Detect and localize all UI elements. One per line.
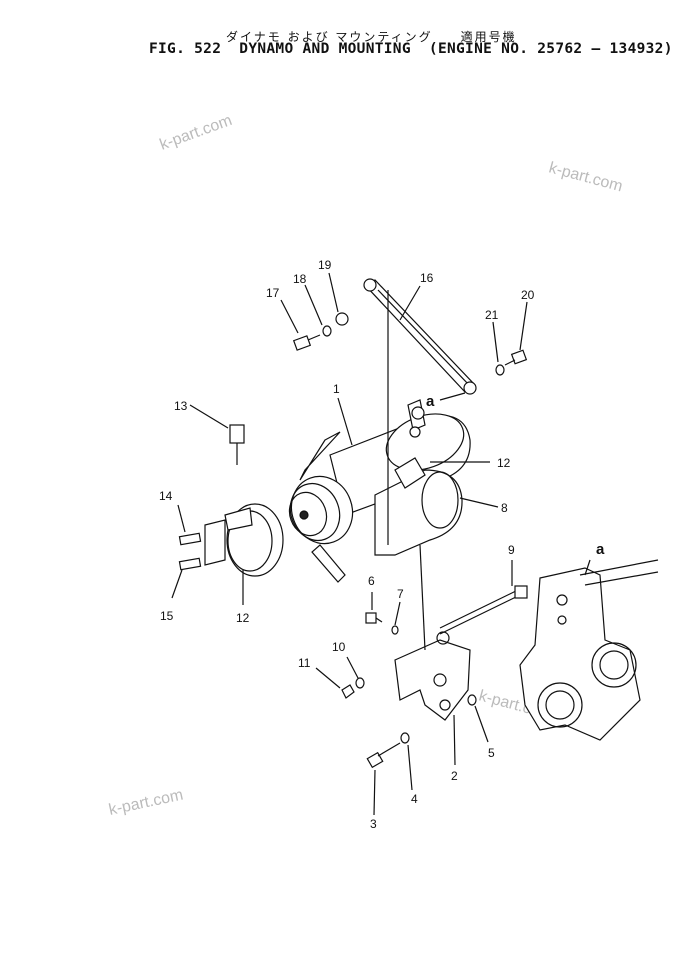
callout-12-right: 12 [497, 456, 511, 470]
callout-1: 1 [333, 382, 340, 396]
bolt-13 [229, 424, 245, 465]
leader-lines [171, 272, 528, 816]
callout-8: 8 [501, 501, 508, 515]
callout-10: 10 [332, 640, 346, 654]
callout-6: 6 [368, 574, 375, 588]
callout-14: 14 [159, 489, 173, 503]
callout-16: 16 [420, 271, 434, 285]
diagram-title: FIG. 522 DYNAMO AND MOUNTING (ENGINE NO.… [149, 41, 673, 57]
callout-3: 3 [370, 817, 377, 831]
dynamo-cover [374, 457, 463, 556]
callout-4: 4 [411, 792, 418, 806]
callout-20: 20 [521, 288, 535, 302]
callout-11: 11 [298, 656, 311, 670]
callouts: 1 2 3 4 5 6 7 8 9 10 11 12 12 13 14 15 1… [159, 258, 535, 831]
callout-19: 19 [318, 258, 332, 272]
mounting-bracket [394, 631, 471, 721]
adjusting-link [363, 278, 477, 401]
band-clamp [204, 503, 284, 577]
bolt-20-washer [495, 349, 528, 376]
callout-21: 21 [485, 308, 499, 322]
engine-housing [519, 559, 659, 741]
watermark: k-part.com [158, 112, 235, 154]
bolt-9 [439, 585, 528, 635]
callout-9: 9 [508, 543, 515, 557]
callout-15: 15 [160, 609, 174, 623]
watermark: k-part.com [107, 787, 184, 819]
small-hardware [341, 612, 477, 769]
view-markers: a a [426, 393, 605, 576]
callout-18: 18 [293, 272, 307, 286]
exploded-parts-diagram: k-part.com k-part.com k-part.com k-part.… [107, 112, 659, 831]
view-marker-a: a [426, 393, 435, 410]
callout-12-left: 12 [236, 611, 250, 625]
callout-2: 2 [451, 769, 458, 783]
watermark: k-part.com [547, 159, 624, 195]
callout-13: 13 [174, 399, 188, 413]
view-marker-a: a [596, 541, 605, 558]
diagram-title-japanese: ダイナモ および マウンティング 適用号機 [226, 30, 517, 44]
bolt-17-washers [292, 312, 349, 351]
callout-5: 5 [488, 746, 495, 760]
callout-7: 7 [397, 587, 404, 601]
studs [178, 532, 202, 571]
callout-17: 17 [266, 286, 280, 300]
